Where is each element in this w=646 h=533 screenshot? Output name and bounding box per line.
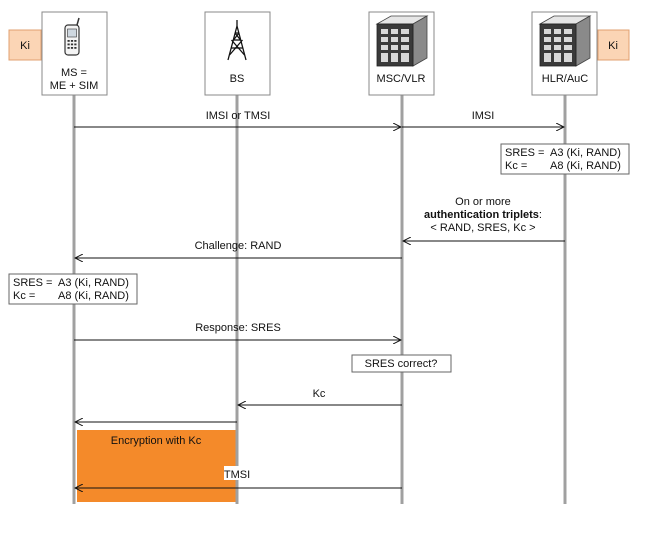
svg-text:A8 (Ki, RAND): A8 (Ki, RAND): [550, 160, 621, 172]
ki-box-hlr: Ki: [597, 29, 630, 61]
svg-text:A3 (Ki, RAND): A3 (Ki, RAND): [550, 147, 621, 159]
message-tmsi: TMSI: [75, 466, 402, 488]
encryption-label: Encryption with Kc: [111, 435, 202, 447]
message-challenge: Challenge: RAND: [75, 240, 402, 258]
message-response: Response: SRES: [74, 322, 401, 340]
svg-text:Challenge: RAND: Challenge: RAND: [195, 240, 282, 252]
svg-text:SRES =: SRES =: [13, 277, 52, 289]
message-imsi: IMSI: [402, 110, 564, 127]
svg-text:TMSI: TMSI: [224, 469, 250, 481]
entity-bs: BS: [204, 11, 271, 96]
svg-text:IMSI or TMSI: IMSI or TMSI: [206, 110, 271, 122]
bs-label: BS: [230, 73, 245, 85]
svg-text:Kc =: Kc =: [505, 160, 527, 172]
message-imsi-or-tmsi: IMSI or TMSI: [74, 110, 401, 127]
server-icon: [538, 15, 592, 67]
message-kc: Kc: [238, 388, 402, 405]
ms-calculation-box: SRES = A3 (Ki, RAND) Kc = A8 (Ki, RAND): [8, 273, 138, 305]
svg-text:Kc: Kc: [313, 388, 326, 400]
server-icon: [375, 15, 429, 67]
message-authentication-triplets: On or more authentication triplets: < RA…: [403, 196, 565, 241]
svg-text:< RAND, SRES, Kc >: < RAND, SRES, Kc >: [430, 222, 535, 234]
hlr-label: HLR/AuC: [542, 73, 589, 85]
svg-text:A8 (Ki, RAND): A8 (Ki, RAND): [58, 290, 129, 302]
entity-hlr: HLR/AuC: [531, 11, 598, 96]
svg-text:authentication triplets:: authentication triplets:: [424, 209, 542, 221]
ms-label-line2: ME + SIM: [50, 80, 99, 92]
mobile-phone-icon: [64, 17, 80, 56]
svg-text:Kc =: Kc =: [13, 290, 35, 302]
svg-text:IMSI: IMSI: [472, 110, 495, 122]
ms-label-line1: MS =: [61, 67, 87, 79]
entity-ms: MS = ME + SIM: [41, 11, 108, 96]
svg-text:SRES =: SRES =: [505, 147, 544, 159]
svg-text:Ki: Ki: [608, 40, 618, 52]
entity-msc: MSC/VLR: [368, 11, 435, 96]
hlr-calculation-box: SRES = A3 (Ki, RAND) Kc = A8 (Ki, RAND): [500, 143, 630, 175]
sres-check-box: SRES correct?: [351, 354, 452, 373]
svg-text:Response: SRES: Response: SRES: [195, 322, 281, 334]
antenna-tower-icon: [227, 20, 247, 61]
svg-text:On or more: On or more: [455, 196, 511, 208]
svg-text:A3 (Ki, RAND): A3 (Ki, RAND): [58, 277, 129, 289]
ki-box-ms: Ki: [8, 29, 42, 61]
svg-text:Ki: Ki: [20, 40, 30, 52]
msc-label: MSC/VLR: [377, 73, 426, 85]
encryption-area: [77, 430, 236, 502]
svg-text:SRES correct?: SRES correct?: [365, 358, 438, 370]
